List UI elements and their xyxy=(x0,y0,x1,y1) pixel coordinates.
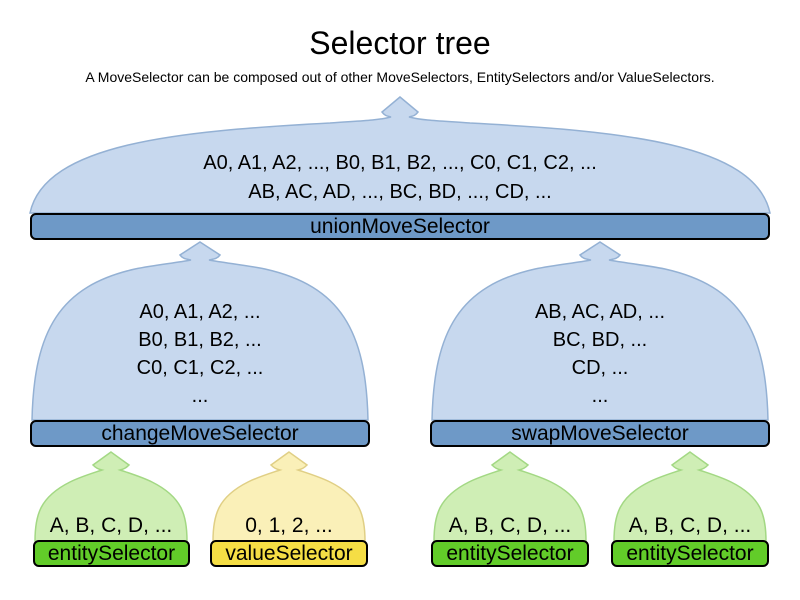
entity-selector-bar-2: entitySelector xyxy=(431,540,589,567)
value-items: 0, 1, 2, ... xyxy=(245,514,333,537)
change-items-line: C0, C1, C2, ... xyxy=(136,357,264,379)
entity-items-2: A, B, C, D, ... xyxy=(448,514,572,537)
diagram-title: Selector tree xyxy=(309,25,491,61)
entity-items-1: A, B, C, D, ... xyxy=(49,514,173,537)
union-move-selector-bar: unionMoveSelector xyxy=(30,213,770,240)
change-items-line: ... xyxy=(191,385,209,407)
change-move-selector-bar: changeMoveSelector xyxy=(30,420,370,447)
change-items: A0, A1, A2, ... B0, B1, B2, ... C0, C1, … xyxy=(0,298,400,410)
union-items-line: AB, AC, AD, ..., BC, BD, ..., CD, ... xyxy=(248,181,552,203)
swap-move-selector-bar: swapMoveSelector xyxy=(430,420,770,447)
swap-items: AB, AC, AD, ... BC, BD, ... CD, ... ... xyxy=(400,298,800,410)
union-items: A0, A1, A2, ..., B0, B1, B2, ..., C0, C1… xyxy=(0,149,800,207)
entity-items-3: A, B, C, D, ... xyxy=(628,514,752,537)
entity-selector-bar-3: entitySelector xyxy=(611,540,769,567)
change-items-line: A0, A1, A2, ... xyxy=(139,301,261,323)
swap-items-line: ... xyxy=(591,385,609,407)
union-items-line: A0, A1, A2, ..., B0, B1, B2, ..., C0, C1… xyxy=(203,152,597,174)
swap-items-line: AB, AC, AD, ... xyxy=(534,301,666,323)
value-selector-bar: valueSelector xyxy=(210,540,368,567)
swap-items-line: CD, ... xyxy=(571,357,629,379)
entity-selector-bar-1: entitySelector xyxy=(33,540,190,567)
swap-items-line: BC, BD, ... xyxy=(552,329,648,351)
change-items-line: B0, B1, B2, ... xyxy=(138,329,262,351)
diagram-subtitle: A MoveSelector can be composed out of ot… xyxy=(85,69,715,85)
